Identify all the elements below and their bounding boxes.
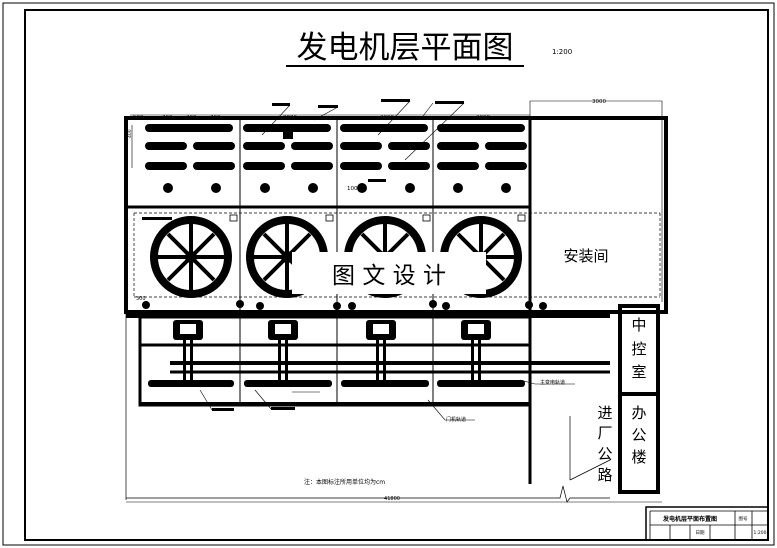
dim-left-vertical: 400 xyxy=(127,129,133,138)
dim-mid: 1000 xyxy=(347,186,361,192)
control-char-2: 控 xyxy=(631,340,646,358)
drawing-scale: 1:200 xyxy=(552,48,572,56)
road-char-3: 公 xyxy=(597,445,612,463)
office-char-3: 楼 xyxy=(631,448,646,466)
drawing-note: 注：本图标注所用单位均为cm xyxy=(304,478,385,486)
dim-left-lower: 300 xyxy=(136,296,146,302)
road-char-2: 厂 xyxy=(597,424,612,442)
drawing-title: 发电机层平面图 xyxy=(297,30,514,66)
title-block-no: 图号 xyxy=(739,516,748,522)
office-char-2: 公 xyxy=(631,426,646,444)
room-assembly-hall: 安装间 xyxy=(563,247,608,265)
title-block-name: 发电机层平面布置图 xyxy=(662,515,717,523)
dim-assembly: 3000 xyxy=(592,99,606,105)
generator-unit-1 xyxy=(150,216,232,298)
title-block-scale: 1:200 xyxy=(754,530,767,536)
control-cabinets xyxy=(145,124,527,193)
road-char-4: 路 xyxy=(597,466,612,484)
control-char-1: 中 xyxy=(631,316,646,334)
callout-gate-track: 门机轨道 xyxy=(446,416,466,423)
title-block-date: 日期 xyxy=(696,530,705,536)
office-char-1: 办 xyxy=(631,404,646,422)
watermark-box xyxy=(292,252,486,294)
callout-transformer-track: 主变电轨道 xyxy=(540,379,565,386)
total-width: 41800 xyxy=(384,496,400,502)
powerhouse-outline xyxy=(124,116,668,314)
inner-border xyxy=(24,9,769,541)
access-road-label: 进 厂 公 路 xyxy=(597,404,612,484)
watermark-text: 图 文 设 计 xyxy=(332,263,446,289)
road-char-1: 进 xyxy=(597,404,612,422)
transformers xyxy=(148,320,525,411)
office-building xyxy=(618,392,660,494)
control-char-3: 室 xyxy=(631,363,646,381)
title-block: 发电机层平面布置图 图号 日期 1:200 xyxy=(645,506,769,541)
